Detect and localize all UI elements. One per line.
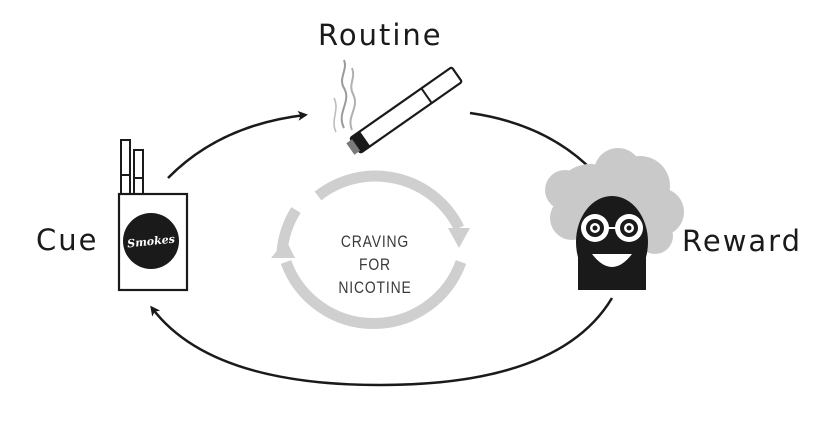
pack-brand-label: Smokes bbox=[127, 233, 176, 251]
craving-line-1: CRAVING bbox=[340, 232, 410, 251]
craving-cycle-icon bbox=[271, 170, 470, 329]
cigarette-icon bbox=[346, 66, 463, 155]
craving-line-2: FOR NICOTINE bbox=[338, 255, 412, 297]
cue-label: Cue bbox=[36, 223, 99, 257]
routine-label: Routine bbox=[318, 18, 443, 52]
arrow-cue-to-routine bbox=[167, 110, 308, 179]
reward-label: Reward bbox=[682, 224, 802, 258]
craving-text: CRAVING FOR NICOTINE bbox=[322, 230, 429, 299]
arrow-reward-to-cue bbox=[150, 297, 614, 387]
smiling-face-icon bbox=[545, 148, 684, 290]
smoke-icon bbox=[333, 59, 356, 133]
cigarette-pack-icon: Smokes bbox=[117, 139, 189, 292]
